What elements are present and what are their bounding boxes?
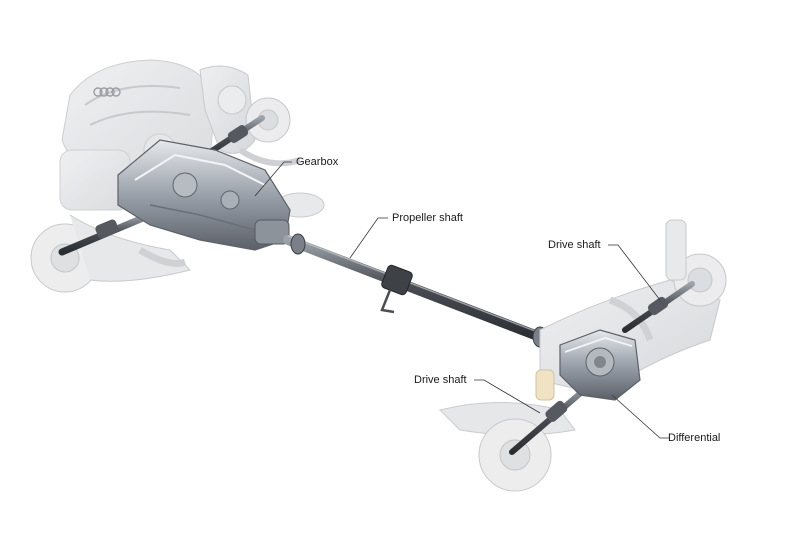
differential-part xyxy=(559,329,641,401)
differential-leader xyxy=(611,394,670,439)
rear-drive-shafts xyxy=(509,281,695,455)
gearbox-leader xyxy=(254,161,292,197)
drive-shaft-upper-leader xyxy=(608,244,661,301)
drive-shaft-lower-label: Drive shaft xyxy=(414,374,467,386)
audi-logo xyxy=(93,87,121,97)
leader-lines xyxy=(254,161,670,439)
drive-shaft-lower-leader xyxy=(474,379,541,414)
differential-label: Differential xyxy=(668,432,721,444)
gearbox-part xyxy=(117,139,291,251)
drive-shaft-upper-label: Drive shaft xyxy=(548,239,601,251)
propeller-shaft-leader xyxy=(349,217,388,259)
propeller-shaft-part xyxy=(283,233,553,348)
propeller-shaft-label: Propeller shaft xyxy=(392,212,463,224)
gearbox-label: Gearbox xyxy=(296,156,339,168)
